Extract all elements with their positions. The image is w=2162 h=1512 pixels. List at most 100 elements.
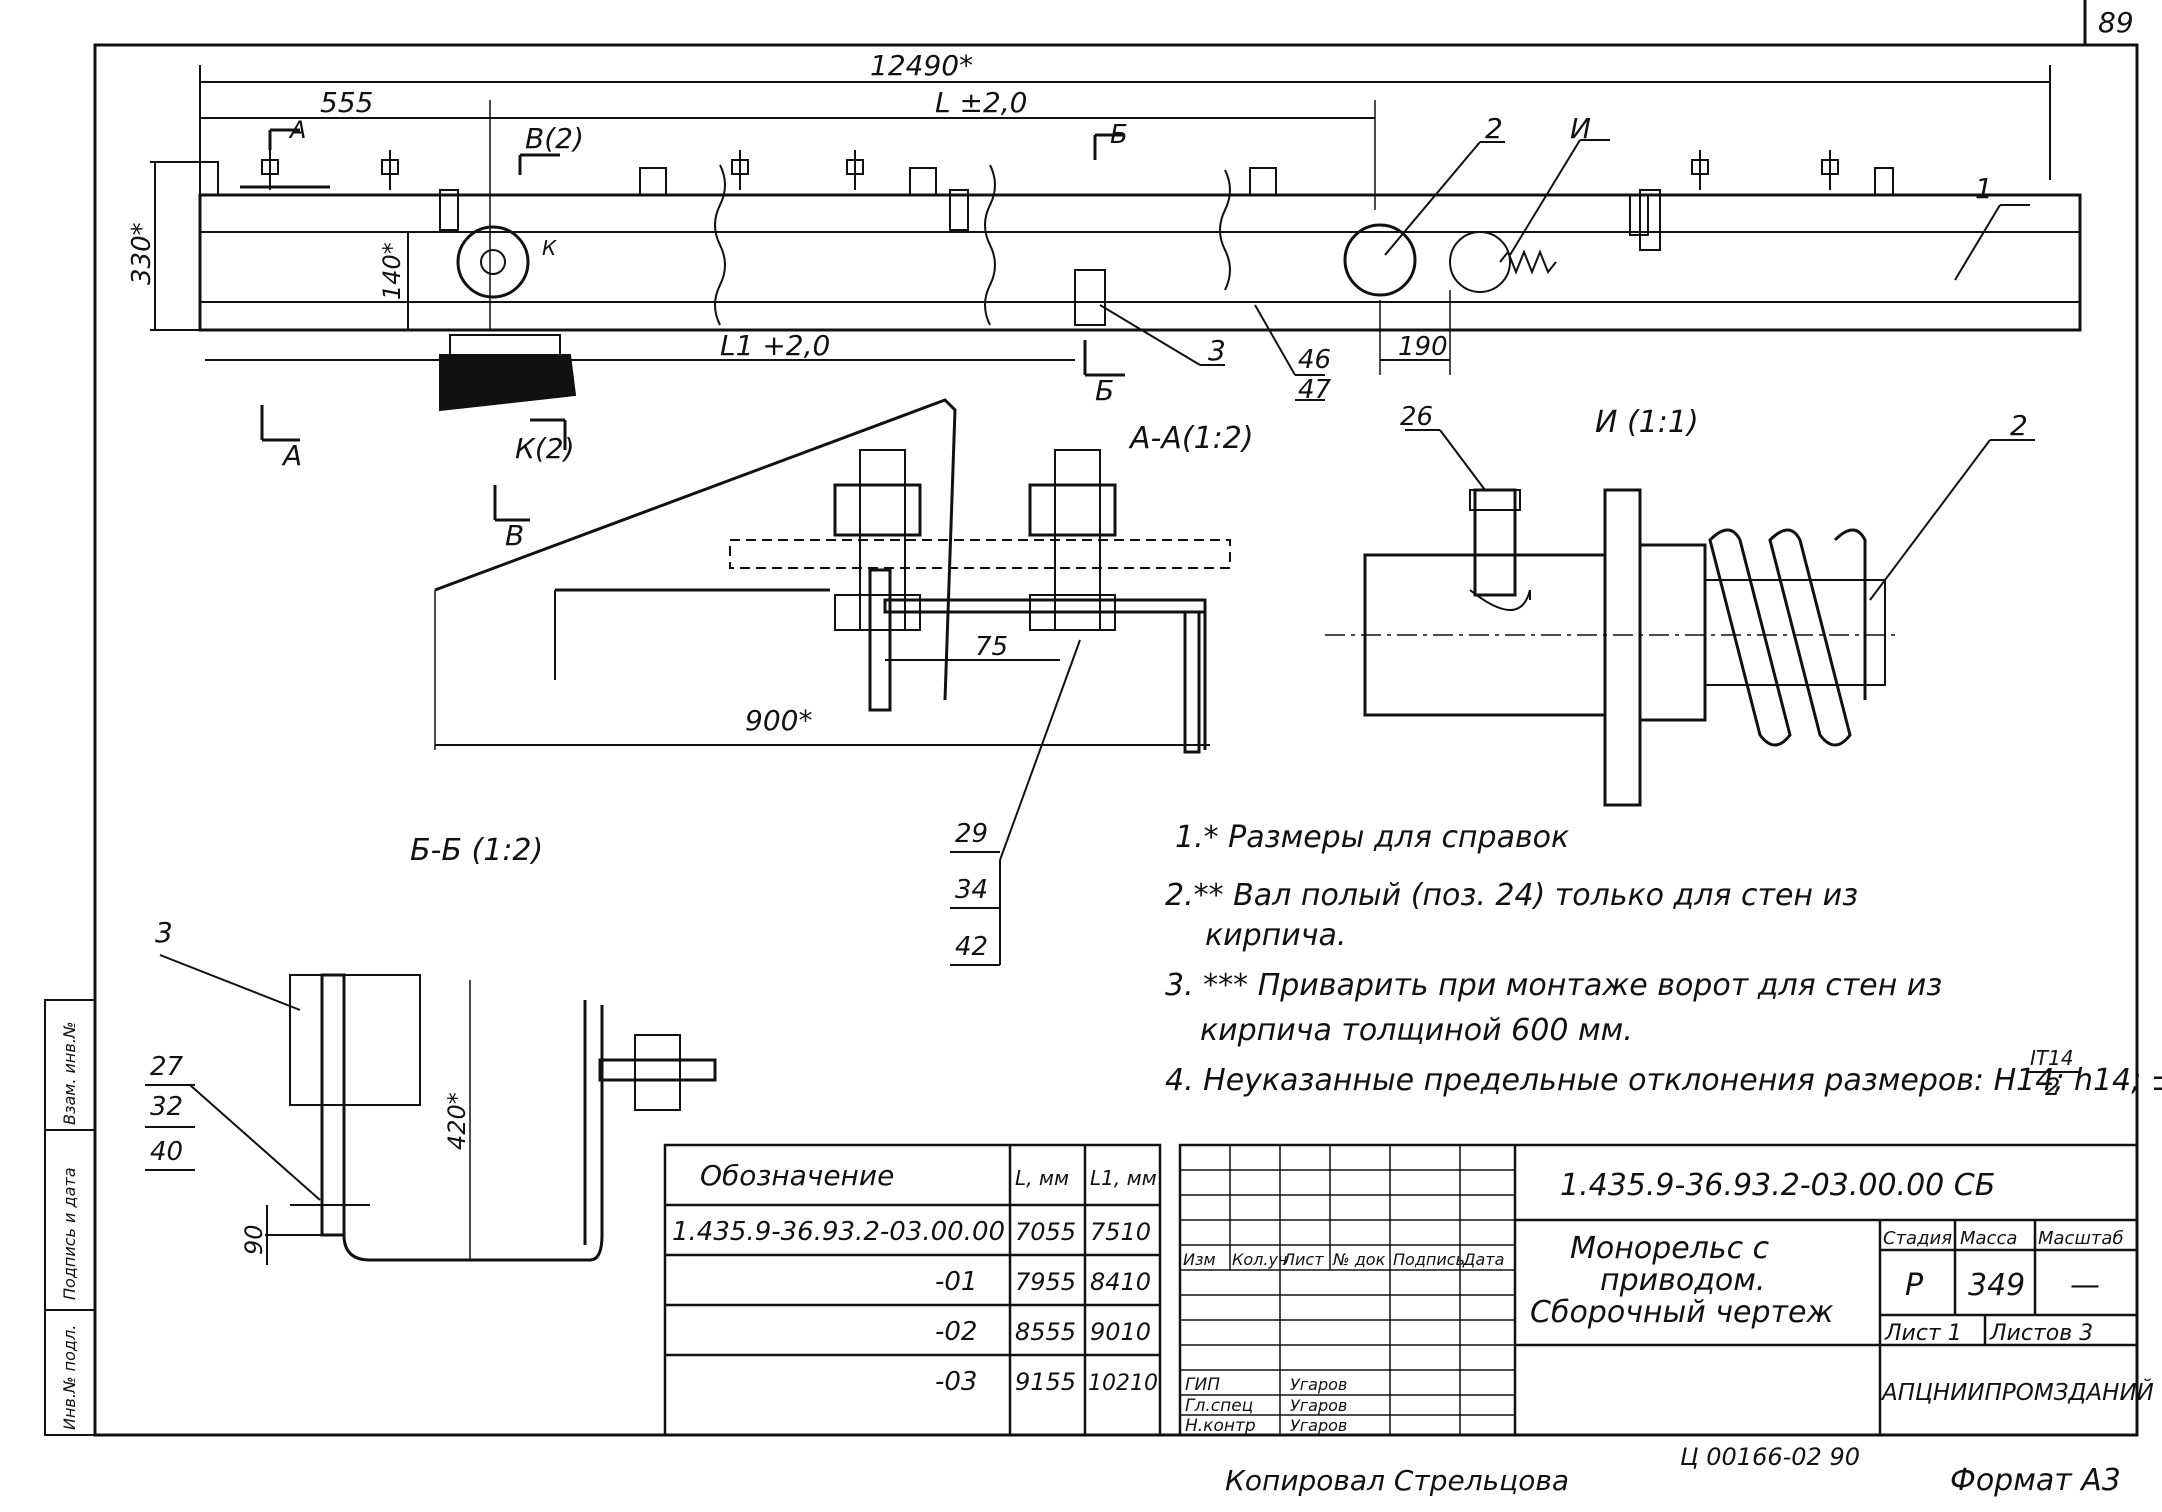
dim-overall: 12490* bbox=[870, 49, 973, 82]
scale-label: Масштаб bbox=[2038, 1228, 2124, 1249]
dim-330: 330* bbox=[127, 222, 157, 285]
variants-header-l1: L1, мм bbox=[1090, 1166, 1157, 1190]
stage-value: Р bbox=[1905, 1268, 1924, 1303]
dim-140: 140* bbox=[378, 242, 406, 300]
note-tolerance-den: 2 bbox=[2045, 1073, 2060, 1101]
pos-42: 42 bbox=[955, 932, 988, 962]
pos-32: 32 bbox=[150, 1092, 183, 1122]
note-line: кирпича толщиной 600 мм. bbox=[1200, 1013, 1633, 1048]
title-block bbox=[1178, 1143, 2139, 1437]
drawing-title-line: Монорельс с bbox=[1570, 1231, 1770, 1266]
staff-role: Гл.спец bbox=[1185, 1396, 1253, 1416]
staff-role: Н.контр bbox=[1185, 1416, 1256, 1436]
archive-code: Ц 00166-02 90 bbox=[1680, 1443, 1860, 1471]
mark-b-bottom: Б bbox=[1095, 374, 1114, 407]
pos-34: 34 bbox=[955, 875, 988, 905]
note-tolerance-num: IT14 bbox=[2030, 1046, 2074, 1070]
variant-l1: 8410 bbox=[1090, 1268, 1151, 1296]
stamp-sign: Подпись и дата bbox=[60, 1167, 79, 1300]
rev-header: Изм bbox=[1183, 1250, 1216, 1269]
dim-90: 90 bbox=[240, 1224, 268, 1255]
rev-header: № док bbox=[1332, 1250, 1386, 1269]
sheet-number: Лист 1 bbox=[1884, 1321, 1962, 1346]
variant-l1: 10210 bbox=[1088, 1371, 1158, 1396]
variant-designation: -01 bbox=[935, 1267, 977, 1297]
pos-1: 1 bbox=[1975, 172, 1993, 205]
rev-header: Подпись bbox=[1393, 1250, 1465, 1269]
variant-l: 7955 bbox=[1015, 1268, 1076, 1296]
dim-75: 75 bbox=[975, 632, 1008, 662]
pos-3: 3 bbox=[1208, 334, 1226, 367]
drawing-designation: 1.435.9-36.93.2-03.00.00 СБ bbox=[1560, 1168, 1995, 1203]
variant-l: 8555 bbox=[1015, 1318, 1076, 1346]
pos-29: 29 bbox=[955, 819, 988, 849]
staff-name: Угаров bbox=[1290, 1416, 1347, 1435]
staff-name: Угаров bbox=[1290, 1396, 1347, 1415]
rev-header: Дата bbox=[1462, 1250, 1504, 1269]
variant-l: 9155 bbox=[1015, 1368, 1076, 1396]
mark-a-bottom: A bbox=[281, 439, 302, 472]
staff-role: ГИП bbox=[1185, 1375, 1220, 1395]
pos-2: 2 bbox=[1485, 112, 1503, 145]
scale-value: — bbox=[2070, 1268, 2100, 1303]
drawing-title-line: приводом. bbox=[1600, 1263, 1765, 1298]
mark-k: К bbox=[542, 236, 557, 260]
note-line: 2.** Вал полый (поз. 24) только для стен… bbox=[1165, 878, 1858, 913]
variant-l1: 7510 bbox=[1090, 1218, 1151, 1246]
mass-value: 349 bbox=[1968, 1268, 2025, 1303]
section-aa bbox=[434, 398, 1231, 965]
pos-2-detail: 2 bbox=[2010, 409, 2028, 442]
dim-190: 190 bbox=[1398, 332, 1448, 362]
pos-27: 27 bbox=[150, 1052, 184, 1082]
variant-l: 7055 bbox=[1015, 1218, 1076, 1246]
mark-k2: К(2) bbox=[515, 432, 575, 465]
mass-label: Масса bbox=[1960, 1228, 2017, 1249]
mark-v: В bbox=[505, 519, 524, 552]
rev-header: Лист bbox=[1282, 1250, 1324, 1269]
note-line: 4. Неуказанные предельные отклонения раз… bbox=[1165, 1063, 2162, 1098]
note-line: 1.* Размеры для справок bbox=[1175, 820, 1569, 855]
view-title-i: И (1:1) bbox=[1595, 405, 1699, 440]
view-title-aa: А-А(1:2) bbox=[1128, 421, 1254, 456]
mark-v2: В(2) bbox=[525, 122, 584, 155]
stage-label: Стадия bbox=[1883, 1228, 1952, 1249]
drawing-title-line: Сборочный чертеж bbox=[1530, 1295, 1833, 1330]
note-line: кирпича. bbox=[1205, 918, 1346, 953]
mark-b-top: Б bbox=[1110, 120, 1128, 150]
section-bb bbox=[159, 954, 717, 1265]
pos-47: 47 bbox=[1298, 375, 1332, 405]
mark-a-top: A bbox=[288, 116, 306, 144]
pos-40: 40 bbox=[150, 1137, 183, 1167]
view-i bbox=[1325, 429, 2035, 807]
dim-555: 555 bbox=[320, 86, 373, 119]
page-number: 89 bbox=[2098, 6, 2134, 39]
variants-header-designation: Обозначение bbox=[700, 1159, 894, 1192]
mark-i: И bbox=[1570, 112, 1591, 145]
view-title-bb: Б-Б (1:2) bbox=[410, 833, 543, 868]
dim-l1: L1 +2,0 bbox=[720, 329, 830, 362]
side-stamp bbox=[44, 999, 96, 1436]
staff-name: Угаров bbox=[1290, 1375, 1347, 1394]
pos-46: 46 bbox=[1298, 345, 1331, 375]
variants-table bbox=[663, 1143, 1162, 1437]
dim-420: 420* bbox=[443, 1092, 471, 1150]
variant-l1: 9010 bbox=[1090, 1318, 1151, 1346]
dim-900: 900* bbox=[745, 704, 812, 737]
variant-designation: -03 bbox=[935, 1367, 977, 1397]
variant-designation: -02 bbox=[935, 1317, 977, 1347]
dim-l: L ±2,0 bbox=[935, 86, 1028, 119]
rev-header: Кол.уч bbox=[1232, 1250, 1287, 1269]
pos-26: 26 bbox=[1400, 402, 1433, 432]
note-line: 3. *** Приварить при монтаже ворот для с… bbox=[1165, 968, 1942, 1003]
organization: АПЦНИИПРОМЗДАНИЙ bbox=[1880, 1378, 2154, 1406]
notes: 1.* Размеры для справок 2.** Вал полый (… bbox=[1165, 820, 2162, 1101]
variant-designation: 1.435.9-36.93.2-03.00.00 bbox=[672, 1217, 1005, 1247]
variants-header-l: L, мм bbox=[1015, 1166, 1069, 1190]
sheets-total: Листов 3 bbox=[1989, 1321, 2093, 1346]
main-elevation bbox=[150, 65, 2082, 522]
copied-by: Копировал Стрельцова bbox=[1225, 1464, 1569, 1497]
stamp-inv: Инв.№ подл. bbox=[60, 1325, 79, 1430]
pos-3-detail: 3 bbox=[155, 916, 173, 949]
stamp-vzam: Взам. инв.№ bbox=[60, 1021, 79, 1125]
